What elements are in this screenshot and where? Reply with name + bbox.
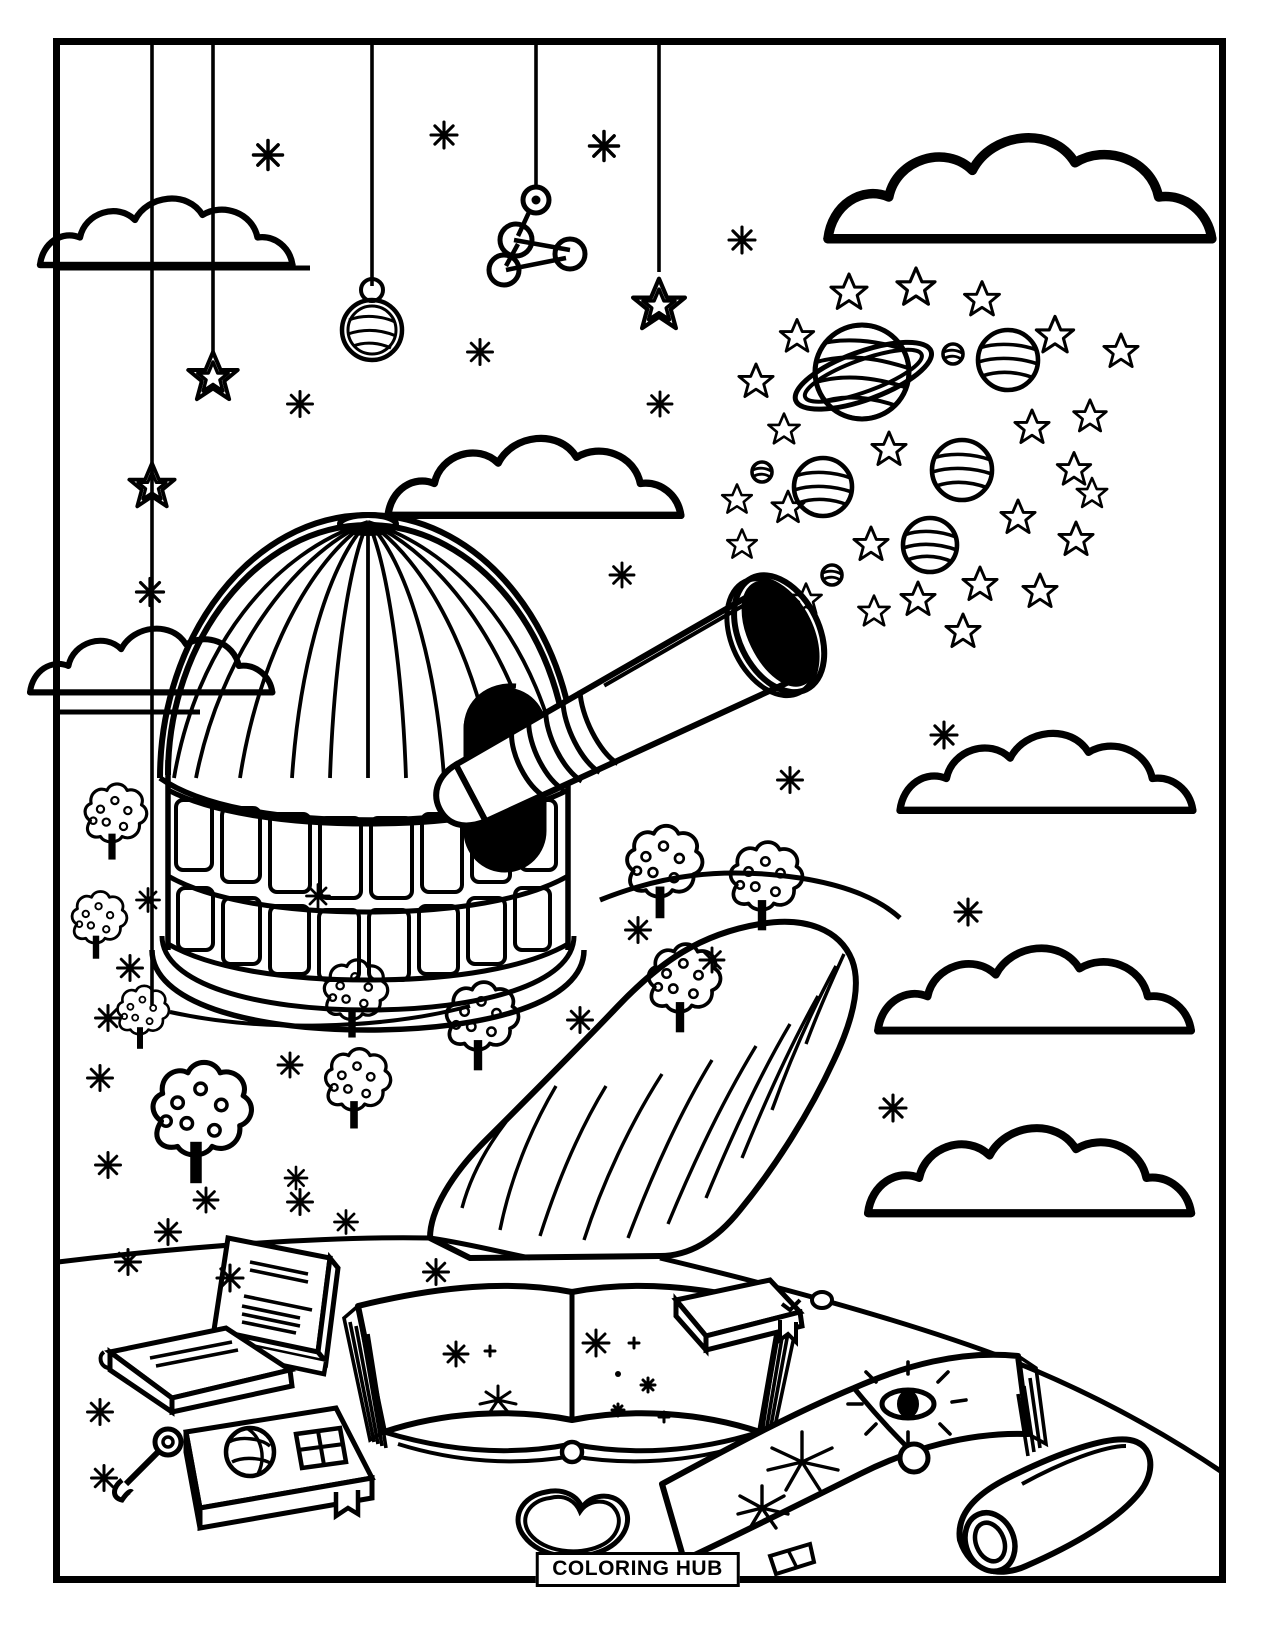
observatory-dome [149, 511, 587, 1033]
trees [70, 782, 805, 1183]
window-grid-motif [293, 1425, 349, 1471]
blob-shape [515, 1488, 631, 1560]
eye-motif [846, 1360, 968, 1446]
book-globe-window [183, 1405, 376, 1531]
globe-motif [223, 1425, 277, 1479]
cloud-top-left [40, 199, 293, 265]
books-and-objects [98, 1235, 1154, 1577]
book-open-stars [342, 1282, 801, 1465]
key-object [112, 1426, 184, 1503]
hanging-planet-ornament [339, 277, 405, 363]
book-small-top [671, 1277, 834, 1357]
ground-and-cliff [57, 870, 1224, 1475]
cloud-top-right [828, 138, 1212, 239]
hanging-constellation-ornament [486, 184, 588, 288]
telescope [433, 572, 828, 829]
planet-group [750, 327, 1041, 587]
scroll-rolled [956, 1436, 1154, 1575]
watermark-label: COLORING HUB [535, 1552, 740, 1588]
cloud-right-3 [868, 1128, 1191, 1213]
book-flat-lined [98, 1325, 297, 1417]
cloud-mid-center [388, 438, 681, 515]
book-open-eye [659, 1351, 1049, 1577]
saturn [792, 322, 935, 422]
hanging-ornaments [127, 42, 685, 1005]
cloud-right-2 [878, 948, 1191, 1030]
